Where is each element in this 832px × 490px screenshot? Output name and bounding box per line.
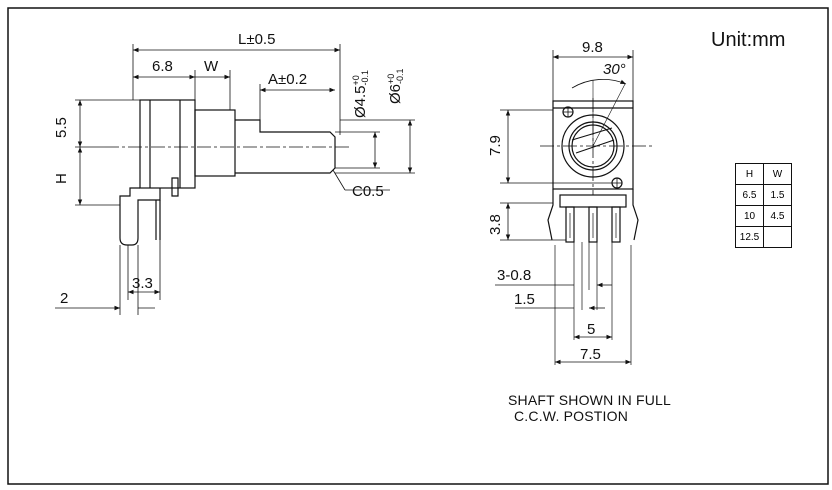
- hw-table-cell: 10: [735, 205, 764, 227]
- hw-table-cell: 12.5: [735, 226, 764, 248]
- drawing-border: [7, 7, 829, 485]
- dim-3-3-label: 3.3: [132, 275, 153, 292]
- pin-3: [611, 206, 621, 243]
- hw-table-cell: [763, 226, 792, 248]
- dim-dia-4-5-tol-lower: -0.1: [360, 69, 370, 86]
- dim-dia-6-label: Ø6+0-0.1: [386, 68, 405, 104]
- side-bushing: [194, 109, 236, 177]
- hw-table-header-row: H W: [735, 163, 792, 185]
- dim-length-label: L±0.5: [238, 31, 276, 48]
- side-bracket: [119, 187, 161, 246]
- dim-dia-4-5-value: Ø4.5: [351, 85, 369, 118]
- note-line-1: SHAFT SHOWN IN FULL: [508, 392, 672, 408]
- side-shaft: [235, 119, 336, 174]
- dim-dia-6-tol-lower: -0.1: [395, 68, 405, 84]
- hw-table: H W 6.5 1.5 10 4.5 12.5: [735, 163, 792, 248]
- dim-w-label: W: [204, 58, 219, 75]
- hw-table-cell: 4.5: [763, 205, 792, 227]
- dim-5-label: 5: [587, 321, 596, 338]
- front-terminal-block: [547, 189, 639, 241]
- pin-1: [565, 206, 575, 243]
- dim-3-0-8-label: 3-0.8: [497, 267, 532, 284]
- hw-table-cell: 1.5: [763, 184, 792, 206]
- dim-7-9-label: 7.9: [487, 135, 504, 156]
- dim-9-8-label: 9.8: [582, 39, 603, 56]
- dim-dia-6-value: Ø6: [386, 83, 404, 104]
- dim-3-8-label: 3.8: [487, 214, 504, 235]
- note-line-2: C.C.W. POSTION: [514, 408, 629, 424]
- dim-dia-4-5-label: Ø4.5+0-0.1: [351, 69, 370, 118]
- side-body: [139, 99, 196, 189]
- dim-h-label: H: [53, 173, 70, 184]
- front-view: [495, 50, 655, 365]
- dim-1-5-label: 1.5: [514, 291, 535, 308]
- dim-angle-label: 30°: [603, 61, 626, 78]
- unit-label: Unit:mm: [711, 29, 786, 51]
- dim-5-5-label: 5.5: [53, 117, 70, 138]
- dim-a-label: A±0.2: [268, 71, 308, 88]
- hw-table-row: 12.5: [735, 226, 792, 248]
- hw-table-header-w: W: [763, 163, 792, 185]
- hw-table-row: 10 4.5: [735, 205, 792, 227]
- hw-table-header-h: H: [735, 163, 764, 185]
- dim-6-8-label: 6.8: [152, 58, 173, 75]
- dim-chamfer-label: C0.5: [352, 183, 384, 200]
- dim-2-label: 2: [60, 290, 69, 307]
- dim-7-5-label: 7.5: [580, 346, 601, 363]
- pin-2: [588, 206, 598, 243]
- side-view: [55, 44, 415, 315]
- hw-table-row: 6.5 1.5: [735, 184, 792, 206]
- hw-table-cell: 6.5: [735, 184, 764, 206]
